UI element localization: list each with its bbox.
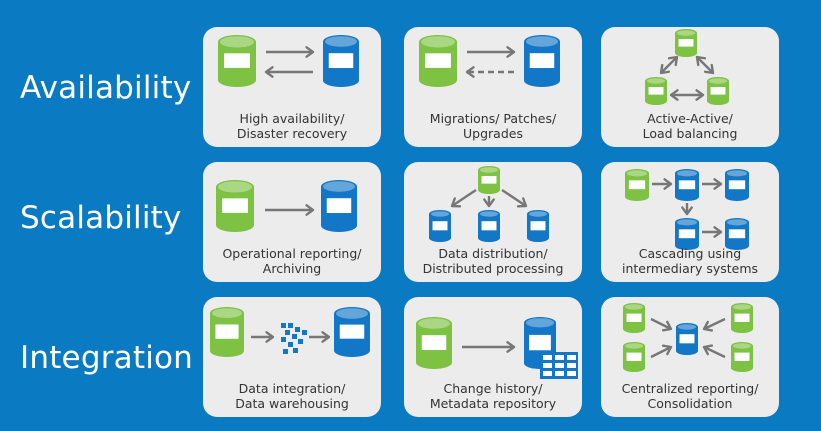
source-database-icon [218, 35, 256, 87]
card-centralized-reporting: Centralized reporting/Consolidation [601, 297, 779, 417]
arrowhead-icon [663, 178, 673, 190]
arrowhead-icon [506, 341, 516, 353]
card-caption: Centralized reporting/Consolidation [621, 381, 759, 411]
target-database-icon [478, 210, 500, 242]
database-icon [675, 29, 697, 57]
arrow-icon [501, 189, 527, 207]
metadata-table-icon [540, 352, 578, 379]
arrowhead-icon [695, 89, 705, 101]
target-database-icon [429, 210, 451, 242]
card-caption: Migrations/ Patches/Upgrades [429, 111, 557, 141]
target-database-icon [321, 180, 357, 232]
replication-bidirectional-illustration [218, 35, 359, 87]
arrowhead-icon [516, 197, 528, 208]
arrowhead-icon [713, 178, 723, 190]
source-database-icon [623, 303, 645, 333]
integration-illustration [210, 307, 370, 357]
card-caption: Operational reporting/Archiving [222, 246, 362, 276]
arrowhead-icon [321, 331, 331, 343]
target-database-icon [527, 210, 549, 242]
arrowhead-icon [483, 198, 495, 208]
row-label-availability: Availability [20, 70, 192, 106]
target-database-icon [725, 218, 749, 250]
source-database-icon [419, 35, 457, 87]
arrowhead-icon [703, 63, 715, 75]
arrowhead-icon [450, 197, 462, 208]
row-label-scalability: Scalability [20, 200, 182, 236]
card-caption: High availability/Disaster recovery [236, 111, 348, 141]
card-caption: Data integration/Data warehousing [235, 381, 349, 411]
card-active-active: Active-Active/Load balancing [601, 27, 779, 147]
source-database-icon [216, 180, 254, 232]
card-migrations: Migrations/ Patches/Upgrades [404, 27, 582, 147]
intermediary-database-icon [675, 169, 699, 201]
target-database-icon [323, 35, 359, 87]
card-caption: Active-Active/Load balancing [642, 111, 738, 141]
arrowhead-icon [713, 226, 723, 238]
target-database-icon [524, 35, 560, 87]
card-caption: Change history/Metadata repository [429, 381, 557, 411]
target-database-icon [334, 307, 370, 357]
card-operational-reporting: Operational reporting/Archiving [203, 162, 381, 282]
source-database-icon [731, 342, 753, 372]
target-database-icon [725, 169, 749, 201]
arrowhead-icon [506, 46, 516, 58]
arrow-icon [650, 317, 672, 331]
arrow-icon [703, 317, 726, 331]
arrowhead-icon [695, 55, 707, 67]
source-database-icon [416, 317, 452, 369]
source-database-icon [210, 307, 244, 357]
active-active-illustration [645, 29, 729, 105]
double-arrow-icon [696, 56, 714, 74]
source-database-icon [478, 166, 500, 194]
card-caption: Data distribution/Distributed processing [422, 246, 564, 276]
arrowhead-icon [667, 55, 679, 67]
change-history-illustration [416, 317, 578, 379]
arrowhead-icon [661, 344, 673, 356]
database-icon [707, 77, 729, 105]
row-label-integration: Integration [20, 340, 194, 376]
arrowhead-icon [702, 344, 714, 356]
source-database-icon [625, 169, 649, 201]
arrowhead-icon [661, 320, 673, 332]
arrowhead-icon [264, 66, 274, 78]
database-icon [645, 77, 667, 105]
reporting-illustration [216, 180, 357, 232]
arrowhead-icon [265, 331, 275, 343]
card-high-availability: High availability/Disaster recovery [203, 27, 381, 147]
cascading-illustration [625, 169, 749, 250]
central-database-icon [676, 323, 698, 355]
arrowhead-icon [659, 63, 671, 75]
arrowhead-icon [702, 320, 714, 332]
target-database-icon [675, 218, 699, 250]
arrowhead-icon [669, 89, 679, 101]
source-database-icon [731, 303, 753, 333]
source-database-icon [623, 342, 645, 372]
arrowhead-icon [465, 66, 475, 78]
migration-illustration [419, 35, 560, 87]
transform-pixels-icon [281, 323, 307, 354]
card-change-history: Change history/Metadata repository [404, 297, 582, 417]
arrow-icon [451, 189, 477, 207]
double-arrow-icon [660, 56, 678, 74]
card-data-distribution: Data distribution/Distributed processing [404, 162, 582, 282]
arrowhead-icon [681, 206, 693, 216]
arrowhead-icon [305, 46, 315, 58]
arrow-icon [650, 345, 672, 359]
arrow-icon [703, 345, 726, 359]
consolidation-illustration [623, 303, 753, 372]
distribution-illustration [429, 166, 549, 242]
card-data-integration: Data integration/Data warehousing [203, 297, 381, 417]
arrowhead-icon [305, 204, 315, 216]
